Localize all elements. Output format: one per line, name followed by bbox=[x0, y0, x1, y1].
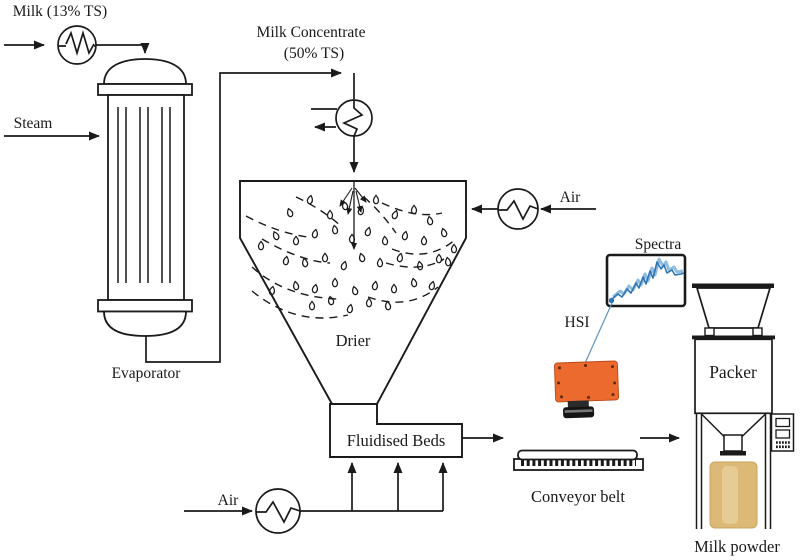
evaporator-tubes bbox=[117, 107, 171, 283]
spectra-label: Spectra bbox=[635, 236, 682, 253]
spectra-display bbox=[605, 253, 687, 308]
packer-hopper bbox=[695, 287, 772, 329]
packer-label: Packer bbox=[709, 362, 757, 382]
packer-hopper-foot bbox=[752, 327, 763, 337]
evaporator-vessel bbox=[97, 58, 193, 337]
evaporator-bottom-flange bbox=[97, 299, 193, 313]
milk-feed-label: Milk (13% TS) bbox=[13, 3, 107, 20]
milk-powder-label: Milk powder bbox=[694, 537, 780, 556]
air-inlet-bottom bbox=[184, 462, 448, 534]
milk-concentrate-label: Milk Concentrate bbox=[257, 24, 366, 41]
evaporator-bottom-dome bbox=[103, 310, 187, 337]
air-inlet-top bbox=[471, 188, 596, 230]
spectrum-curve-light bbox=[612, 257, 684, 299]
evaporator-shell bbox=[107, 94, 185, 301]
conveyor-top-plate bbox=[517, 449, 638, 461]
milk-concentrate-ts-label: (50% TS) bbox=[284, 45, 344, 62]
heat-exchanger-icon bbox=[57, 25, 97, 65]
packer-body bbox=[694, 338, 773, 415]
steam-label: Steam bbox=[14, 115, 53, 132]
evaporator-top-flange bbox=[97, 83, 193, 96]
packer-spout-plate bbox=[720, 451, 746, 456]
hsi-label: HSI bbox=[565, 314, 590, 331]
packer-legs bbox=[695, 413, 772, 529]
hsi-camera-body bbox=[554, 360, 620, 403]
camera-screws bbox=[557, 364, 617, 399]
conveyor-belt bbox=[513, 449, 644, 471]
spectrum-origin-dot bbox=[608, 297, 615, 304]
hsi-camera bbox=[554, 360, 620, 419]
fluidised-beds-label: Fluidised Beds bbox=[347, 431, 446, 450]
packer-hopper-rim bbox=[692, 283, 774, 288]
spectrum-curve bbox=[610, 261, 685, 301]
bag-highlight bbox=[722, 466, 738, 524]
evaporator-top-dome bbox=[103, 58, 187, 85]
camera-lens-ring bbox=[564, 409, 593, 413]
packer-hopper-foot bbox=[704, 327, 715, 337]
fluidised-beds-unit bbox=[329, 403, 463, 458]
drier-label: Drier bbox=[336, 331, 371, 350]
air-top-label: Air bbox=[560, 189, 582, 206]
packer-machine bbox=[692, 283, 795, 529]
packer-body-rim bbox=[692, 335, 775, 340]
control-panel-screen bbox=[775, 429, 791, 439]
air-bottom-label: Air bbox=[218, 492, 240, 509]
evaporator-label: Evaporator bbox=[112, 365, 182, 382]
camera-lens-mount bbox=[567, 400, 589, 408]
conveyor-belt-label: Conveyor belt bbox=[531, 487, 625, 506]
concentrate-pipe bbox=[145, 68, 373, 363]
control-panel-screen bbox=[775, 417, 791, 428]
packer-control-panel bbox=[770, 413, 795, 452]
milk-feed-line bbox=[4, 25, 150, 65]
packer-discharge-funnel bbox=[701, 413, 766, 452]
spray-motion-arcs bbox=[245, 196, 457, 319]
